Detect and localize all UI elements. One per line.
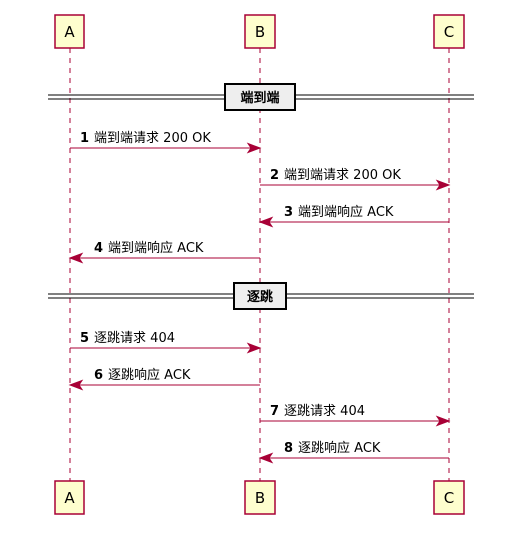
divider-hop-by-hop: 逐跳 bbox=[48, 282, 474, 310]
participant-a-top: A bbox=[54, 14, 85, 49]
message-2: 2 端到端请求 200 OK bbox=[260, 168, 451, 191]
participant-b-bottom-label: B bbox=[255, 489, 265, 507]
divider-hop-by-hop-label: 逐跳 bbox=[247, 289, 273, 305]
message-3-number: 3 bbox=[284, 205, 293, 220]
message-1: 1 端到端请求 200 OK bbox=[70, 131, 262, 154]
message-1-number: 1 bbox=[80, 131, 89, 146]
message-7-label: 逐跳请求 404 bbox=[284, 404, 365, 419]
message-2-number: 2 bbox=[270, 168, 279, 183]
message-3-label: 端到端响应 ACK bbox=[298, 204, 394, 220]
message-5-number: 5 bbox=[80, 331, 89, 346]
participant-a-bottom: A bbox=[54, 480, 85, 515]
participant-c-bottom-label: C bbox=[444, 489, 454, 507]
participant-c-bottom: C bbox=[433, 480, 465, 515]
message-6-label: 逐跳响应 ACK bbox=[108, 367, 191, 383]
participant-a-top-label: A bbox=[64, 23, 75, 41]
message-6: 6 逐跳响应 ACK bbox=[68, 367, 260, 391]
message-5-label: 逐跳请求 404 bbox=[94, 331, 175, 346]
participant-c-top: C bbox=[433, 14, 465, 49]
message-7: 7 逐跳请求 404 bbox=[260, 404, 451, 427]
participant-b-top: B bbox=[244, 14, 276, 49]
message-3: 3 端到端响应 ACK bbox=[258, 204, 449, 228]
message-8-number: 8 bbox=[284, 441, 293, 456]
message-2-label: 端到端请求 200 OK bbox=[284, 168, 401, 183]
divider-end-to-end: 端到端 bbox=[48, 83, 474, 111]
message-4: 4 端到端响应 ACK bbox=[68, 240, 260, 264]
message-7-number: 7 bbox=[270, 404, 279, 419]
message-5: 5 逐跳请求 404 bbox=[70, 331, 262, 354]
divider-end-to-end-label: 端到端 bbox=[240, 90, 279, 106]
participant-c-top-label: C bbox=[444, 23, 454, 41]
message-6-number: 6 bbox=[94, 368, 103, 383]
participant-a-bottom-label: A bbox=[64, 489, 75, 507]
message-8-label: 逐跳响应 ACK bbox=[298, 440, 381, 456]
participant-b-bottom: B bbox=[244, 480, 276, 515]
message-8: 8 逐跳响应 ACK bbox=[258, 440, 449, 464]
message-1-label: 端到端请求 200 OK bbox=[94, 131, 211, 146]
message-4-number: 4 bbox=[94, 241, 103, 256]
message-4-label: 端到端响应 ACK bbox=[108, 240, 204, 256]
participant-b-top-label: B bbox=[255, 23, 265, 41]
